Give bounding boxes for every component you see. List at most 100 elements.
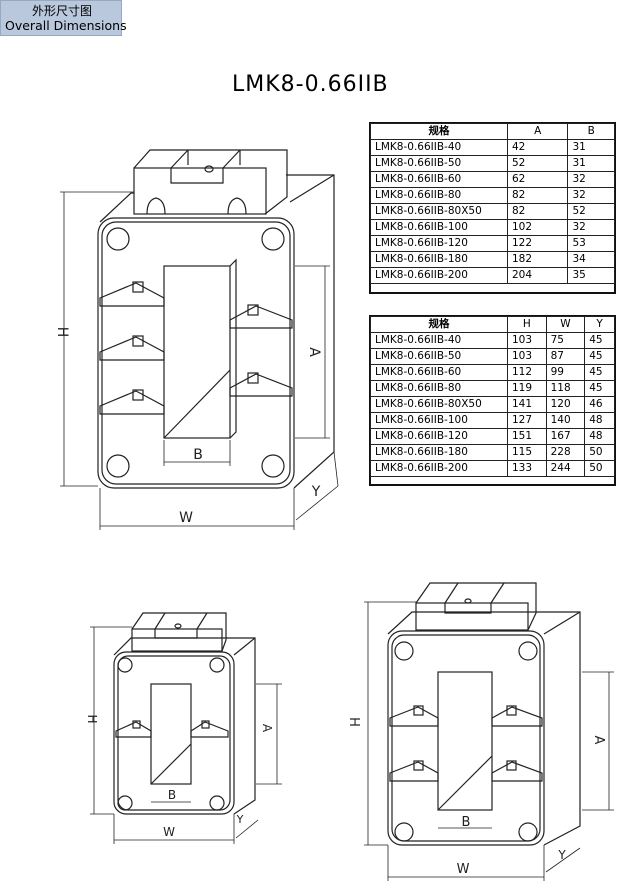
table-hwy-header-h: H [507,316,547,333]
value-cell: 32 [567,171,615,188]
value-cell: 31 [567,139,615,156]
medium-transformer-view [364,582,614,881]
dim-y-medium: Y [557,848,566,862]
dim-w-large: W [179,510,193,526]
model-cell: LMK8-0.66IIB-40 [370,332,508,349]
table-hwy-header-y: Y [584,316,615,333]
dim-w-small: W [163,825,175,839]
dim-w-medium: W [457,862,470,877]
value-cell: 50 [584,460,615,477]
value-cell: 32 [567,219,615,236]
value-cell: 120 [545,396,586,413]
model-cell: LMK8-0.66IIB-80 [370,380,508,397]
dim-y-large: Y [311,484,321,500]
model-cell: LMK8-0.66IIB-60 [370,171,508,188]
model-cell: LMK8-0.66IIB-100 [370,219,508,236]
table-hwy-header-w: W [545,316,586,333]
value-cell: 32 [567,187,615,204]
value-cell: 103 [507,332,547,349]
value-cell: 103 [507,348,547,365]
dim-a-medium: A [591,736,606,745]
dim-a-small: A [260,724,274,733]
small-transformer-view [90,612,282,844]
drawing-title: LMK8-0.66IIB [232,72,389,97]
model-cell: LMK8-0.66IIB-50 [370,155,508,172]
value-cell: 34 [567,251,615,268]
model-cell: LMK8-0.66IIB-80X50 [370,396,508,413]
model-cell: LMK8-0.66IIB-80 [370,187,508,204]
dim-b-large: B [193,447,203,463]
value-cell: 45 [584,332,615,349]
value-cell: 48 [584,428,615,445]
model-cell: LMK8-0.66IIB-80X50 [370,203,508,220]
header-cn-text: 外形尺寸图 [31,4,92,18]
value-cell: 52 [506,155,569,172]
value-cell: 167 [545,428,586,445]
dim-b-medium: B [462,815,471,830]
table-ab-header-a: A [506,123,569,140]
value-cell: 122 [506,235,569,252]
value-cell: 99 [545,364,586,381]
value-cell: 45 [584,380,615,397]
model-cell: LMK8-0.66IIB-180 [370,251,508,268]
dim-y-small: Y [236,813,244,826]
value-cell: 182 [506,251,569,268]
value-cell: 53 [567,235,615,252]
header-en-text: Overall Dimensions [5,18,127,33]
value-cell: 46 [584,396,615,413]
value-cell: 115 [507,444,547,461]
model-cell: LMK8-0.66IIB-180 [370,444,508,461]
model-cell: LMK8-0.66IIB-120 [370,428,508,445]
value-cell: 31 [567,155,615,172]
dim-h-large: H [54,327,70,338]
value-cell: 141 [507,396,547,413]
value-cell: 45 [584,348,615,365]
large-transformer-view [60,149,339,530]
value-cell: 133 [507,460,547,477]
model-cell: LMK8-0.66IIB-200 [370,460,508,477]
dim-h-medium: H [346,717,361,727]
model-cell: LMK8-0.66IIB-100 [370,412,508,429]
model-cell: LMK8-0.66IIB-60 [370,364,508,381]
value-cell: 35 [567,267,615,284]
model-cell: LMK8-0.66IIB-40 [370,139,508,156]
table-ab-header-model: 规格 [370,123,508,140]
value-cell: 50 [584,444,615,461]
dim-b-small: B [168,788,176,802]
model-cell: LMK8-0.66IIB-50 [370,348,508,365]
value-cell: 118 [545,380,586,397]
value-cell: 127 [507,412,547,429]
value-cell: 62 [506,171,569,188]
dim-h-small: H [85,714,99,723]
value-cell: 82 [506,187,569,204]
value-cell: 204 [506,267,569,284]
table-ab-header-b: B [567,123,615,140]
section-header-badge: 外形尺寸图 Overall Dimensions [0,0,127,36]
value-cell: 42 [506,139,569,156]
value-cell: 244 [545,460,586,477]
value-cell: 102 [506,219,569,236]
value-cell: 112 [507,364,547,381]
value-cell: 48 [584,412,615,429]
value-cell: 119 [507,380,547,397]
